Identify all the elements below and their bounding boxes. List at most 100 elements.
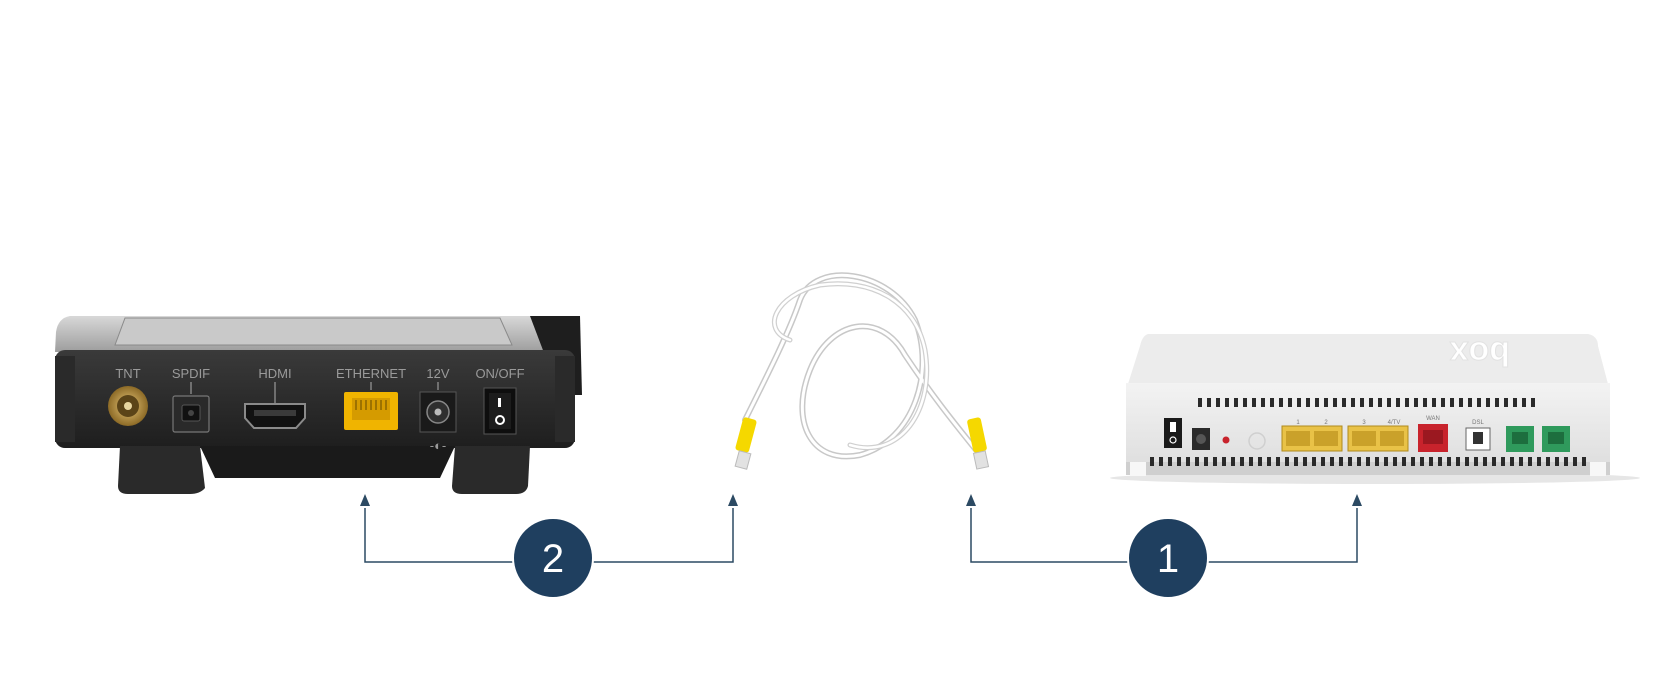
- spdif-port: [172, 395, 210, 433]
- vent-slot: [1528, 457, 1532, 466]
- lan-ports-3-4: 3 4/TV: [1347, 420, 1409, 452]
- vent-slot: [1465, 457, 1469, 466]
- vent-slot: [1414, 398, 1418, 407]
- arrow-cable-right: [966, 494, 976, 506]
- dsl-port: DSL: [1465, 420, 1491, 451]
- phone-port-2: [1542, 426, 1570, 452]
- vent-slot: [1513, 398, 1517, 407]
- svg-text:-◐-: -◐-: [430, 438, 447, 453]
- vent-slot: [1213, 457, 1217, 466]
- router-port-label-1: 1: [1296, 420, 1300, 426]
- vent-slot: [1330, 457, 1334, 466]
- vent-slot: [1441, 398, 1445, 407]
- vent-slot: [1261, 398, 1265, 407]
- vent-slot: [1537, 457, 1541, 466]
- wps-button: [1248, 432, 1266, 450]
- port-label-spdif: SPDIF: [172, 366, 210, 381]
- wan-port: WAN: [1418, 416, 1448, 452]
- set-top-box: TNT SPDIF HDMI ETHERNET 12V ON/OFF: [55, 316, 582, 494]
- vent-slot: [1216, 398, 1220, 407]
- vent-slot: [1222, 457, 1226, 466]
- vent-slot: [1402, 457, 1406, 466]
- lan-ports-1-2: 1 2: [1281, 420, 1343, 452]
- power-switch: [483, 387, 517, 435]
- vent-slot: [1468, 398, 1472, 407]
- step-badge-2-label: 2: [542, 537, 564, 581]
- vent-slot: [1285, 457, 1289, 466]
- vent-slot: [1270, 398, 1274, 407]
- vent-slot: [1387, 398, 1391, 407]
- router-port-label-dsl: DSL: [1472, 420, 1484, 426]
- vent-slot: [1582, 457, 1586, 466]
- vent-slot: [1510, 457, 1514, 466]
- cable-plug-right: [967, 417, 990, 470]
- vent-slot: [1177, 457, 1181, 466]
- vent-slot: [1342, 398, 1346, 407]
- port-label-onoff: ON/OFF: [475, 366, 524, 381]
- ethernet-cable: [742, 272, 983, 460]
- vent-slot: [1279, 398, 1283, 407]
- vent-slot: [1276, 457, 1280, 466]
- vent-slot: [1384, 457, 1388, 466]
- vent-slot: [1186, 457, 1190, 466]
- arrow-router-lan: [1352, 494, 1362, 506]
- port-label-ethernet: ETHERNET: [336, 366, 406, 381]
- port-label-tnt: TNT: [115, 366, 140, 381]
- vent-slot: [1474, 457, 1478, 466]
- vent-slot: [1546, 457, 1550, 466]
- vent-slot: [1324, 398, 1328, 407]
- vent-slot: [1423, 398, 1427, 407]
- router-brand-logo: box: [1449, 334, 1510, 372]
- dc-power-port: -◐-: [419, 391, 457, 453]
- step-badge-1-label: 1: [1157, 537, 1179, 581]
- vent-slot: [1366, 457, 1370, 466]
- vent-slot: [1288, 398, 1292, 407]
- cable-plug-left: [734, 417, 757, 470]
- reset-button: [1222, 436, 1230, 444]
- vent-slot: [1522, 398, 1526, 407]
- router-port-label-wan: WAN: [1426, 416, 1440, 422]
- vent-slot: [1312, 457, 1316, 466]
- vent-slot: [1459, 398, 1463, 407]
- step-badge-2: 2: [512, 517, 594, 599]
- vent-slot: [1159, 457, 1163, 466]
- vent-slot: [1450, 398, 1454, 407]
- vent-slot: [1195, 457, 1199, 466]
- vent-slot: [1306, 398, 1310, 407]
- vent-slot: [1258, 457, 1262, 466]
- vent-slot: [1243, 398, 1247, 407]
- vent-slot: [1432, 398, 1436, 407]
- vent-slot: [1405, 398, 1409, 407]
- vent-slot: [1519, 457, 1523, 466]
- router-port-label-3: 3: [1362, 420, 1366, 426]
- port-label-12v: 12V: [426, 366, 449, 381]
- vent-slot: [1393, 457, 1397, 466]
- vent-slot: [1411, 457, 1415, 466]
- vent-slot: [1531, 398, 1535, 407]
- router-box: box 1 2: [1110, 334, 1640, 484]
- vent-slot: [1348, 457, 1352, 466]
- vent-slot: [1438, 457, 1442, 466]
- vent-slot: [1483, 457, 1487, 466]
- hdmi-port: [244, 403, 306, 429]
- vent-slot: [1234, 398, 1238, 407]
- vent-slot: [1297, 398, 1301, 407]
- vent-slot: [1555, 457, 1559, 466]
- vent-slot: [1456, 457, 1460, 466]
- vent-slot: [1495, 398, 1499, 407]
- vent-slot: [1240, 457, 1244, 466]
- vent-slot: [1447, 457, 1451, 466]
- vent-slot: [1486, 398, 1490, 407]
- vent-slot: [1504, 398, 1508, 407]
- vent-slot: [1315, 398, 1319, 407]
- arrow-cable-left: [728, 494, 738, 506]
- vent-slot: [1429, 457, 1433, 466]
- vent-slots-bottom: [1150, 457, 1586, 466]
- vent-slot: [1396, 398, 1400, 407]
- router-port-label-2: 2: [1324, 420, 1328, 426]
- vent-slot: [1198, 398, 1202, 407]
- vent-slot: [1168, 457, 1172, 466]
- vent-slot: [1225, 398, 1229, 407]
- vent-slot: [1492, 457, 1496, 466]
- step-badge-1: 1: [1127, 517, 1209, 599]
